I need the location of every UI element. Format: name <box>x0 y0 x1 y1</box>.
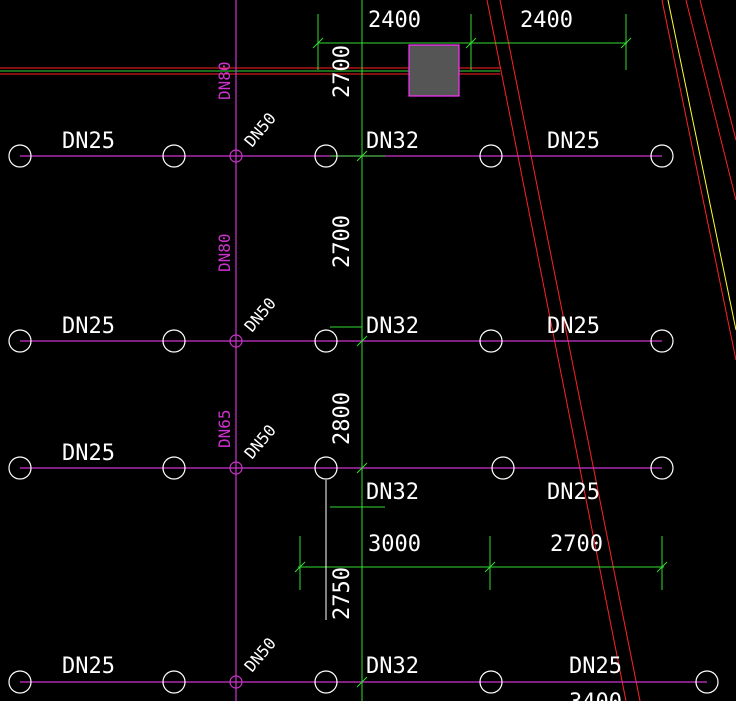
sprinkler-head[interactable] <box>650 144 674 168</box>
sprinkler-head[interactable] <box>650 456 674 480</box>
sprinkler-head[interactable] <box>314 456 338 480</box>
branch-label: DN25 <box>547 314 600 339</box>
yellow-edge-line <box>667 0 736 331</box>
red-edge-line-c <box>699 0 736 141</box>
branch-label: DN25 <box>547 480 600 505</box>
sprinkler-head[interactable] <box>479 144 503 168</box>
dimension-text: 2700 <box>330 215 355 268</box>
sprinkler-head[interactable] <box>491 456 515 480</box>
dimension-text: 2400 <box>520 8 573 33</box>
branch-label: DN25 <box>62 654 115 679</box>
dim-tick-3 <box>620 37 632 49</box>
main-pipe-label: DN80 <box>215 61 234 100</box>
sprinkler-head[interactable] <box>314 670 338 694</box>
sprinkler-head[interactable] <box>162 144 186 168</box>
partial-dimension-text: 3400 <box>569 690 622 701</box>
red-diagonal-line-a <box>486 0 627 701</box>
junction-circle-3[interactable] <box>229 461 243 475</box>
main-pipe-label: DN80 <box>215 233 234 272</box>
sprinkler-head[interactable] <box>8 670 32 694</box>
red-diagonal-line-b <box>499 0 641 701</box>
branch-label: DN25 <box>62 314 115 339</box>
red-edge-line-a <box>661 0 736 361</box>
sprinkler-head[interactable] <box>695 670 719 694</box>
junction-circle-1[interactable] <box>229 149 243 163</box>
equipment-box[interactable] <box>409 45 459 96</box>
equipment-box-border <box>408 44 460 97</box>
main-pipe-label: DN65 <box>215 409 234 448</box>
sprinkler-head[interactable] <box>8 329 32 353</box>
dim-lower-tick-2 <box>484 561 496 573</box>
dim-vtick-2 <box>356 335 368 347</box>
sprinkler-head[interactable] <box>479 670 503 694</box>
branch-label: DN25 <box>547 129 600 154</box>
dimension-text: 2800 <box>330 392 355 445</box>
dim-tick-2 <box>465 37 477 49</box>
dimension-text: 3000 <box>368 532 421 557</box>
sprinkler-head[interactable] <box>650 329 674 353</box>
branch-label: DN32 <box>366 654 419 679</box>
branch-label: DN32 <box>366 480 419 505</box>
junction-circle-4[interactable] <box>229 675 243 689</box>
sprinkler-head[interactable] <box>8 144 32 168</box>
dimension-text: 2750 <box>330 567 355 620</box>
sprinkler-head[interactable] <box>479 329 503 353</box>
dimension-text: 2700 <box>550 532 603 557</box>
branch-label: DN25 <box>569 654 622 679</box>
dim-vtick-4 <box>356 676 368 688</box>
branch-label: DN32 <box>366 314 419 339</box>
dimension-text: 2400 <box>368 8 421 33</box>
dim-tick-1 <box>312 37 324 49</box>
branch-label: DN25 <box>62 441 115 466</box>
sprinkler-head[interactable] <box>162 456 186 480</box>
dim-lower-tick-1 <box>294 561 306 573</box>
sprinkler-head[interactable] <box>314 329 338 353</box>
sprinkler-head[interactable] <box>162 670 186 694</box>
dim-vtick-3 <box>356 462 368 474</box>
sprinkler-head[interactable] <box>162 329 186 353</box>
sprinkler-head[interactable] <box>314 144 338 168</box>
dim-lower-tick-3 <box>656 561 668 573</box>
branch-label: DN32 <box>366 129 419 154</box>
sprinkler-head[interactable] <box>8 456 32 480</box>
dimension-text: 2700 <box>330 45 355 98</box>
red-edge-line-b <box>685 0 736 201</box>
junction-circle-2[interactable] <box>229 334 243 348</box>
branch-label: DN25 <box>62 129 115 154</box>
